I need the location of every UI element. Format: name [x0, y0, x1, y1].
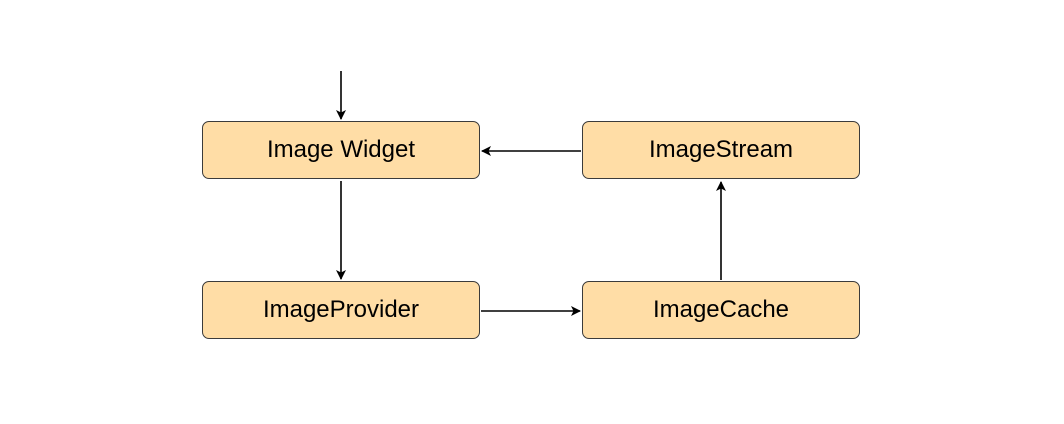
node-image-cache[interactable]: ImageCache — [582, 281, 860, 339]
node-image-widget[interactable]: Image Widget — [202, 121, 480, 179]
node-label: ImageProvider — [262, 296, 420, 323]
node-label: ImageCache — [652, 296, 790, 323]
node-label: ImageStream — [648, 136, 794, 163]
node-image-provider[interactable]: ImageProvider — [202, 281, 480, 339]
node-image-stream[interactable]: ImageStream — [582, 121, 860, 179]
node-label: Image Widget — [266, 136, 416, 163]
